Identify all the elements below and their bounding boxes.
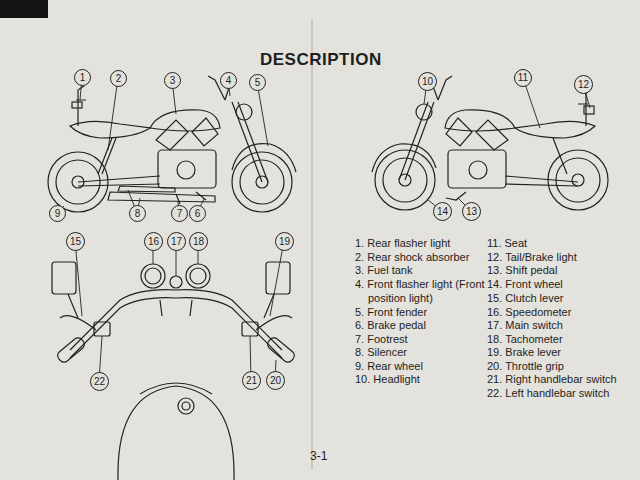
- callout-number: 22: [90, 372, 109, 391]
- part-list-item: 11. Seat: [487, 236, 527, 250]
- part-list-item: 13. Shift pedal: [487, 263, 557, 277]
- callout-text: 19: [279, 237, 290, 247]
- part-list-item: 16. Speedometer: [487, 305, 571, 319]
- part-list-item: 9. Rear wheel: [355, 359, 423, 373]
- callout-text: 7: [177, 209, 183, 219]
- part-list-item: 2. Rear shock absorber: [355, 250, 469, 264]
- callout-text: 20: [270, 376, 281, 386]
- part-list-item: 7. Footrest: [355, 332, 408, 346]
- part-list-item: 21. Right handlebar switch: [487, 372, 617, 386]
- callout-text: 1: [80, 73, 86, 83]
- callout-number: 7: [171, 205, 188, 222]
- callout-text: 8: [135, 209, 141, 219]
- callout-number: 5: [249, 74, 266, 91]
- callout-number: 18: [189, 232, 208, 251]
- callout-number: 8: [129, 205, 146, 222]
- callout-number: 15: [66, 232, 85, 251]
- callout-text: 18: [193, 237, 204, 247]
- left-side-bike: [48, 76, 296, 212]
- part-list-item: 18. Tachometer: [487, 332, 563, 346]
- callout-text: 15: [70, 237, 81, 247]
- callout-text: 13: [466, 207, 477, 217]
- page-title: DESCRIPTION: [260, 50, 382, 70]
- part-list-item: 3. Fuel tank: [355, 263, 412, 277]
- part-list-item: 5. Front fender: [355, 305, 427, 319]
- part-list-item: 19. Brake lever: [487, 345, 561, 359]
- part-list-item: 6. Brake pedal: [355, 318, 426, 332]
- callout-number: 2: [110, 70, 127, 87]
- bezel-corner: [0, 0, 48, 18]
- callout-text: 4: [226, 76, 232, 86]
- callout-text: 21: [246, 376, 257, 386]
- part-list-item: 14. Front wheel: [487, 277, 563, 291]
- callout-number: 3: [164, 72, 181, 89]
- callout-text: 12: [578, 80, 589, 90]
- callout-number: 14: [433, 202, 452, 221]
- callout-number: 6: [189, 205, 206, 222]
- callout-text: 14: [437, 207, 448, 217]
- handlebar-top-view: [52, 262, 296, 480]
- callout-number: 21: [242, 371, 261, 390]
- callout-text: 22: [94, 377, 105, 387]
- page-gutter: [311, 20, 313, 470]
- callout-number: 20: [266, 371, 285, 390]
- part-list-item: 8. Silencer: [355, 345, 407, 359]
- callout-text: 10: [422, 77, 433, 87]
- part-list-item: 12. Tail/Brake light: [487, 250, 577, 264]
- callout-number: 19: [275, 232, 294, 251]
- part-list-item: 22. Left handlebar switch: [487, 386, 609, 400]
- part-list-item: 1. Rear flasher light: [355, 236, 450, 250]
- callout-number: 9: [49, 205, 66, 222]
- part-list-item: 17. Main switch: [487, 318, 563, 332]
- callout-text: 5: [255, 78, 261, 88]
- callout-number: 16: [144, 232, 163, 251]
- right-side-bike: [372, 76, 608, 210]
- callout-number: 17: [167, 232, 186, 251]
- part-list-item: 15. Clutch lever: [487, 291, 563, 305]
- callout-number: 11: [514, 69, 532, 87]
- callout-number: 13: [462, 202, 481, 221]
- callout-number: 10: [418, 72, 437, 91]
- callout-text: 11: [518, 73, 528, 83]
- callout-text: 9: [55, 209, 61, 219]
- callout-text: 16: [148, 237, 159, 247]
- callout-text: 17: [171, 237, 182, 247]
- part-list-item: 10. Headlight: [355, 372, 420, 386]
- callout-number: 1: [74, 69, 91, 86]
- callout-text: 3: [170, 76, 176, 86]
- callout-number: 4: [220, 72, 237, 89]
- part-list-item: 4. Front flasher light (Front position l…: [355, 277, 496, 305]
- page-number: 3-1: [310, 449, 327, 463]
- part-list-item: 20. Throttle grip: [487, 359, 564, 373]
- callout-number: 12: [574, 75, 593, 94]
- leader-lines: [57, 77, 590, 381]
- callout-text: 6: [195, 209, 201, 219]
- callout-text: 2: [116, 74, 122, 84]
